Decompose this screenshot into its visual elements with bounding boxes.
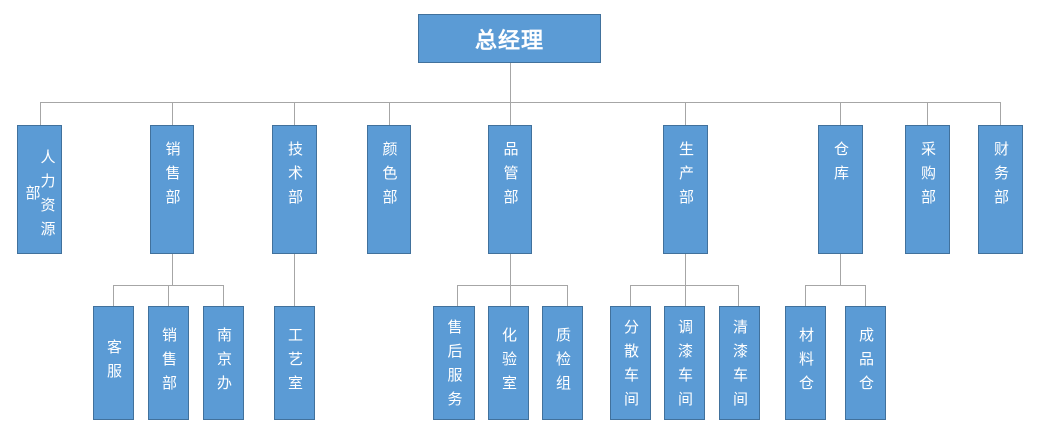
subunit-laboratory: 化验室 [488,306,529,420]
tech-connector [294,102,295,125]
warehouse-sub-connector-1 [805,285,806,306]
dept-finance: 财务部 [978,125,1023,254]
warehouse-drop-line [840,254,841,285]
color-connector [389,102,390,125]
subunit-customer-service: 客服 [93,306,134,420]
warehouse-sub-connector-2 [865,285,866,306]
dept-tech: 技术部 [272,125,317,254]
subunit-sales-department: 销售部 [148,306,189,420]
dept-sales: 销售部 [150,125,194,254]
production-sub-bus [630,285,739,286]
sales-sub-connector-2 [168,285,169,306]
subunit-nanjing-office: 南京办 [203,306,244,420]
qc-sub-connector-2 [510,285,511,306]
subunit-paint-mixing-workshop: 调漆车间 [664,306,705,420]
qc-connector [510,102,511,125]
sales-sub-connector-3 [223,285,224,306]
subunit-process-room: 工艺室 [274,306,315,420]
dept-color: 颜色部 [367,125,411,254]
subunit-after-sales-service: 售后服务 [433,306,475,420]
root-node-general-manager: 总经理 [418,14,601,63]
production-sub-connector-2 [685,285,686,306]
subunit-materials-warehouse: 材料仓 [785,306,826,420]
hr-connector [40,102,41,125]
qc-sub-connector-1 [457,285,458,306]
subunit-quality-inspection: 质检组 [542,306,583,420]
qc-sub-connector-3 [567,285,568,306]
tech-drop-line [294,254,295,306]
qc-sub-bus [457,285,568,286]
production-connector [685,102,686,125]
warehouse-sub-bus [805,285,866,286]
dept-hr: 人力资源部 [17,125,62,254]
dept-warehouse: 仓库 [818,125,863,254]
root-drop-line [510,63,511,102]
purchasing-connector [927,102,928,125]
production-drop-line [685,254,686,285]
production-sub-connector-1 [630,285,631,306]
qc-drop-line [510,254,511,285]
subunit-varnish-workshop: 清漆车间 [719,306,760,420]
sales-drop-line [172,254,173,285]
subunit-dispersion-workshop: 分散车间 [610,306,651,420]
dept-production: 生产部 [663,125,708,254]
sales-sub-connector-1 [113,285,114,306]
department-bus-line [40,102,1001,103]
warehouse-connector [840,102,841,125]
dept-purchasing: 采购部 [905,125,950,254]
sales-connector [172,102,173,125]
finance-connector [1000,102,1001,125]
subunit-finished-goods-warehouse: 成品仓 [845,306,886,420]
dept-qc: 品管部 [488,125,532,254]
production-sub-connector-3 [738,285,739,306]
